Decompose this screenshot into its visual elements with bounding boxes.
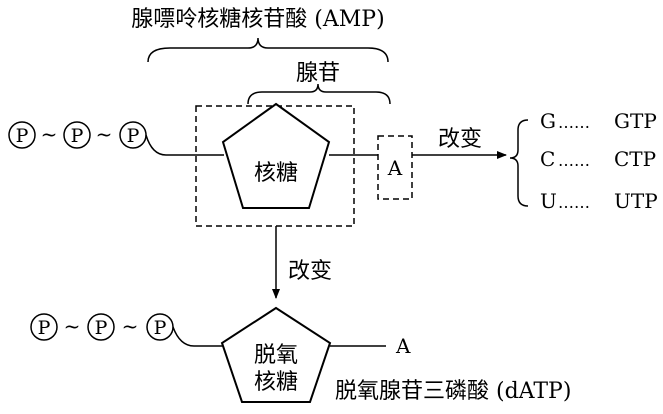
change-label-right: 改变 xyxy=(438,127,482,152)
datp-label: 脱氧腺苷三磷酸 (dATP) xyxy=(335,379,571,404)
adenosine-label: 腺苷 xyxy=(296,61,340,86)
phosphate-symbol: P xyxy=(71,125,84,147)
base-variant-u: U …… UTP xyxy=(540,189,658,213)
variant-base: G xyxy=(540,109,556,133)
adenosine-dashed-box xyxy=(195,105,355,227)
change-label-down: 改变 xyxy=(288,259,332,284)
datp-base-label: A xyxy=(395,334,411,358)
variant-product: CTP xyxy=(614,147,656,171)
adenosine-brace xyxy=(247,83,391,105)
amp-label: 腺嘌呤核糖核苷酸 (AMP) xyxy=(131,7,384,32)
phosphate-circle xyxy=(30,313,58,341)
variant-dots: …… xyxy=(558,151,590,170)
atp-phosphate-chain: P ~ P ~ P xyxy=(8,121,147,149)
deoxyribose-label-line1: 脱氧 xyxy=(254,343,298,368)
ribose-pentagon xyxy=(221,102,331,209)
high-energy-bond: ~ xyxy=(96,122,113,146)
phosphate-circle xyxy=(63,121,91,149)
variant-product: UTP xyxy=(614,189,658,213)
variant-product: GTP xyxy=(614,109,657,133)
base-variant-g: G …… GTP xyxy=(540,109,657,133)
variant-base: C xyxy=(540,147,555,171)
phosphate-sugar-bond xyxy=(145,134,224,156)
base-label: A xyxy=(387,156,403,180)
amp-brace xyxy=(147,37,389,63)
base-variant-c: C …… CTP xyxy=(540,147,656,171)
phosphate-symbol: P xyxy=(38,317,51,339)
high-energy-bond: ~ xyxy=(41,122,58,146)
phosphate-symbol: P xyxy=(154,317,167,339)
base-dashed-box xyxy=(377,135,413,200)
phosphate-symbol: P xyxy=(127,125,140,147)
phosphate-deoxysugar-bond xyxy=(172,326,226,347)
variants-brace xyxy=(509,119,529,207)
variant-dots: …… xyxy=(558,193,590,212)
datp-phosphate-chain: P ~ P ~ P xyxy=(30,313,174,341)
phosphate-symbol: P xyxy=(16,125,29,147)
phosphate-circle xyxy=(87,313,115,341)
high-energy-bond: ~ xyxy=(122,314,139,338)
phosphate-symbol: P xyxy=(95,317,108,339)
high-energy-bond: ~ xyxy=(64,314,81,338)
variant-dots: …… xyxy=(558,113,590,132)
deoxyribose-pentagon xyxy=(220,306,332,403)
ribose-label: 核糖 xyxy=(254,161,298,186)
deoxyribose-label-line2: 核糖 xyxy=(254,370,298,395)
phosphate-circle xyxy=(8,121,36,149)
variant-base: U xyxy=(540,189,557,213)
